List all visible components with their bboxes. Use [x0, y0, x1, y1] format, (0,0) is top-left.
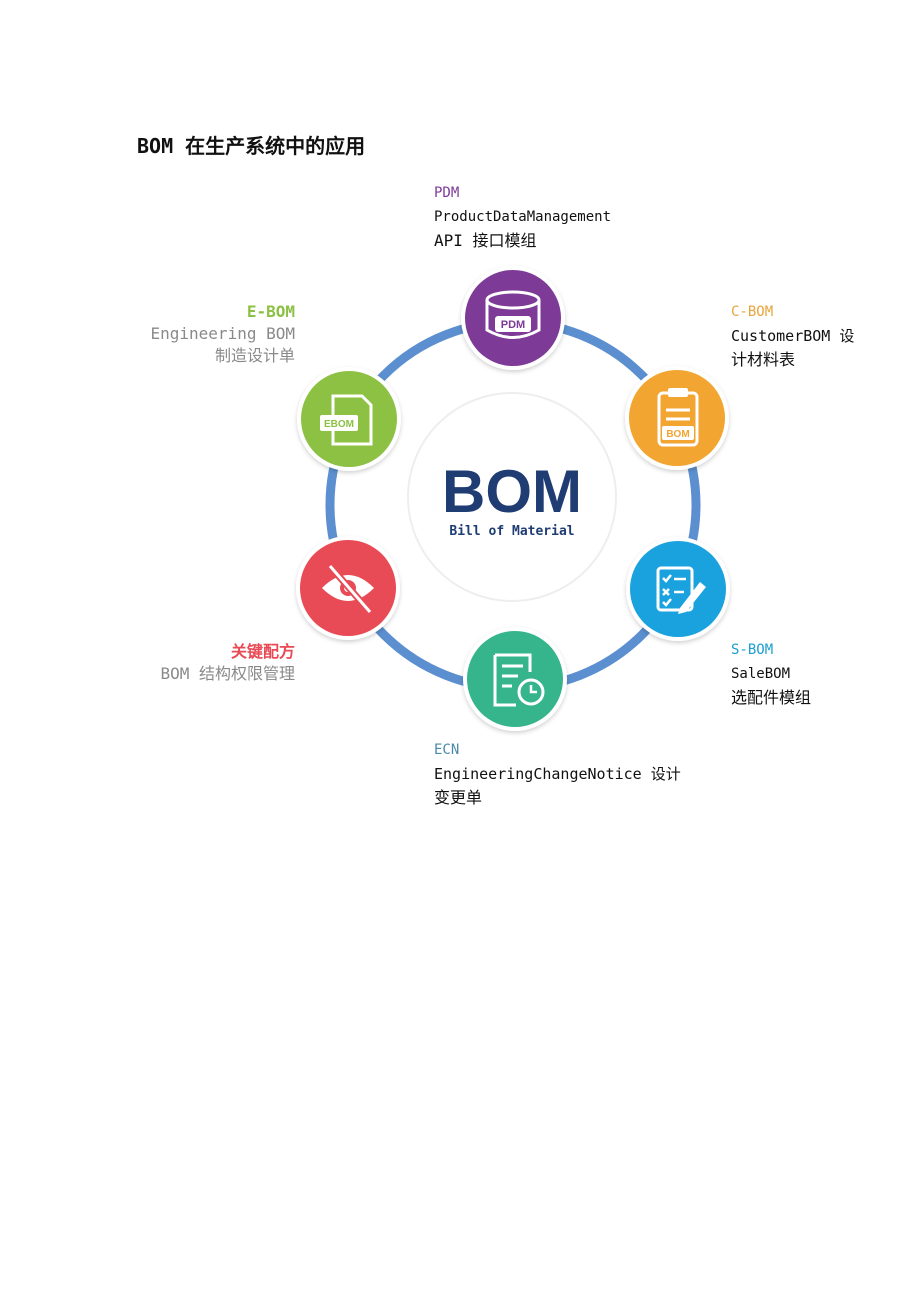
key-formula-node [296, 536, 400, 640]
pdm-badge: PDM [501, 319, 525, 331]
eye-off-icon [322, 563, 374, 615]
clipboard-icon: BOM [657, 388, 699, 447]
cbom-label-head: C-BOM [731, 304, 774, 320]
cbom-badge: BOM [666, 429, 689, 440]
document-clock-icon [493, 653, 545, 707]
ebom-label: E-BOM Engineering BOM 制造设计单 [95, 301, 296, 367]
sbom-label-line2: 选配件模组 [731, 688, 812, 707]
cbom-label-line1: CustomerBOM 设 [731, 327, 855, 345]
cbom-label: C-BOM CustomerBOM 设 计材料表 [731, 300, 854, 372]
pdm-label-line1: ProductDataManagement [434, 209, 612, 225]
ecn-label-line1: EngineeringChangeNotice 设计 [434, 765, 681, 783]
ebom-node: EBOM [297, 367, 401, 471]
page-title: BOM 在生产系统中的应用 [137, 134, 366, 158]
ebom-label-head: E-BOM [246, 302, 295, 321]
file-icon: EBOM [320, 394, 373, 446]
pdm-label-line2: API 接口模组 [434, 231, 537, 250]
ecn-label: ECN EngineeringChangeNotice 设计 变更单 [434, 738, 681, 810]
ecn-node [463, 627, 567, 731]
sbom-node [626, 537, 730, 641]
center-subtitle: Bill of Material [449, 524, 574, 539]
pdm-node: PDM [461, 266, 565, 370]
ebom-label-line1: Engineering BOM [150, 324, 296, 343]
sbom-label-head: S-BOM [731, 642, 774, 658]
key-formula-label: 关键配方 BOM 结构权限管理 [95, 641, 295, 685]
center-title: BOM [442, 458, 582, 525]
ebom-badge: EBOM [324, 419, 354, 430]
database-icon: PDM [485, 290, 541, 339]
ecn-label-line2: 变更单 [434, 788, 483, 807]
ecn-label-head: ECN [434, 742, 460, 758]
center-circle [407, 392, 617, 602]
ebom-label-line2: 制造设计单 [214, 346, 295, 365]
sbom-label: S-BOM SaleBOM 选配件模组 [731, 638, 811, 710]
key-formula-label-line1: BOM 结构权限管理 [160, 664, 295, 683]
cbom-node: BOM [625, 366, 729, 470]
pdm-label-head: PDM [434, 185, 460, 201]
checklist-icon [656, 566, 706, 614]
cbom-label-line2: 计材料表 [731, 350, 796, 369]
pdm-label: PDM ProductDataManagement API 接口模组 [434, 181, 611, 253]
key-formula-label-head: 关键配方 [230, 642, 295, 661]
sbom-label-line1: SaleBOM [731, 666, 791, 682]
